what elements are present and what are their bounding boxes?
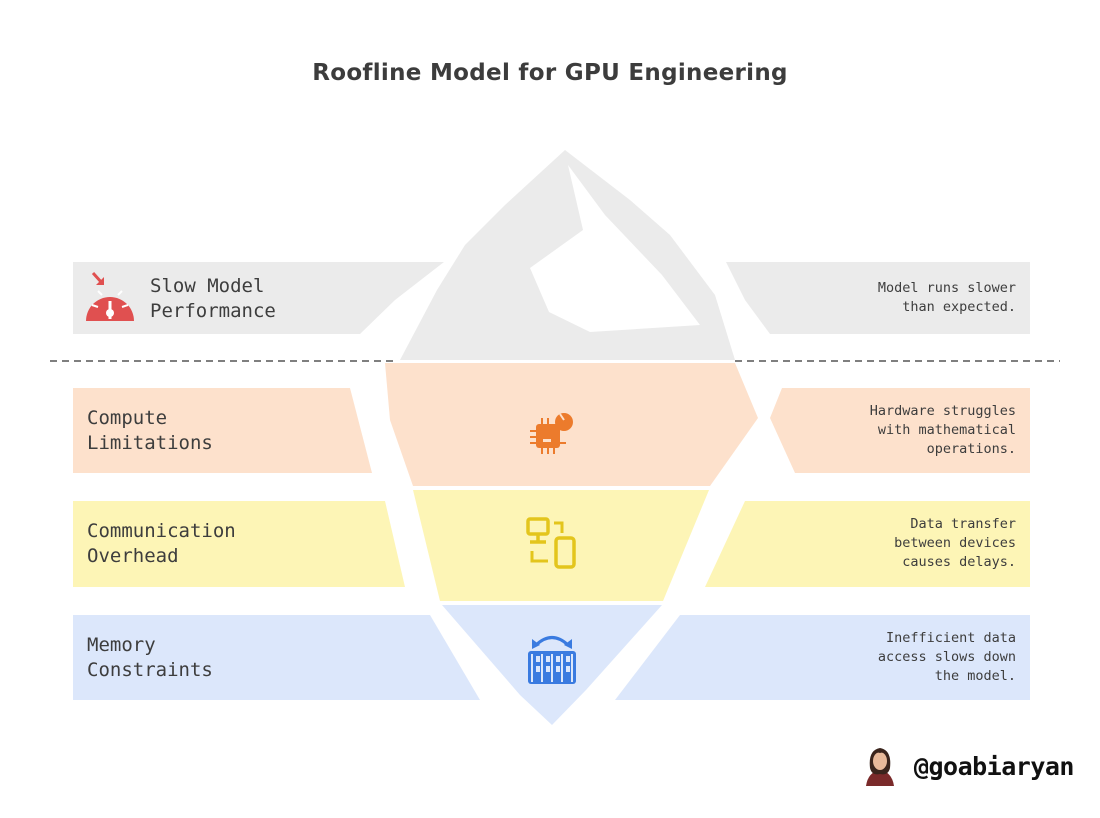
tier-label-line: Limitations — [87, 432, 213, 454]
tier-desc-line: access slows down — [877, 649, 1016, 665]
memory-swap-icon — [528, 636, 576, 684]
iceberg-communication-tier — [413, 490, 709, 601]
author-handle: @goabiaryan — [913, 752, 1075, 781]
tier-label-memory: Memory Constraints — [87, 633, 213, 683]
band-slow-model — [73, 262, 1030, 334]
speedometer-icon — [86, 271, 134, 321]
tier-desc-line: with mathematical — [877, 422, 1016, 438]
band-communication — [73, 501, 1030, 587]
iceberg-tip — [400, 150, 735, 360]
tier-desc-line: Inefficient data — [885, 630, 1016, 646]
tier-label-line: Memory — [87, 634, 156, 656]
processor-icon — [530, 413, 573, 454]
tier-label-line: Slow Model — [150, 275, 265, 297]
tier-desc-slow-model: Model runs slower than expected. — [878, 279, 1016, 317]
tier-desc-line: Hardware struggles — [869, 403, 1016, 419]
tier-label-slow-model: Slow Model Performance — [150, 274, 276, 324]
tier-label-line: Performance — [150, 300, 276, 322]
tier-label-communication: Communication Overhead — [87, 519, 236, 569]
tier-label-compute: Compute Limitations — [87, 406, 213, 456]
tier-desc-line: than expected. — [902, 299, 1016, 315]
tier-desc-compute: Hardware struggles with mathematical ope… — [870, 402, 1016, 459]
tier-label-line: Overhead — [87, 545, 179, 567]
band-memory — [73, 615, 1030, 700]
author-avatar — [858, 742, 902, 786]
devices-transfer-icon — [526, 517, 576, 569]
tier-label-line: Compute — [87, 407, 168, 429]
tier-desc-line: Data transfer — [910, 516, 1016, 532]
band-compute — [73, 388, 1030, 473]
tier-desc-line: the model. — [934, 668, 1016, 684]
tier-desc-memory: Inefficient data access slows down the m… — [878, 629, 1016, 686]
tier-label-line: Communication — [87, 520, 236, 542]
tier-desc-line: Model runs slower — [877, 280, 1016, 296]
tier-label-line: Constraints — [87, 659, 213, 681]
tier-desc-line: causes delays. — [902, 554, 1016, 570]
page-title: Roofline Model for GPU Engineering — [312, 60, 788, 86]
tier-desc-line: operations. — [926, 441, 1016, 457]
tier-desc-communication: Data transfer between devices causes del… — [894, 515, 1016, 572]
tier-desc-line: between devices — [894, 535, 1016, 551]
